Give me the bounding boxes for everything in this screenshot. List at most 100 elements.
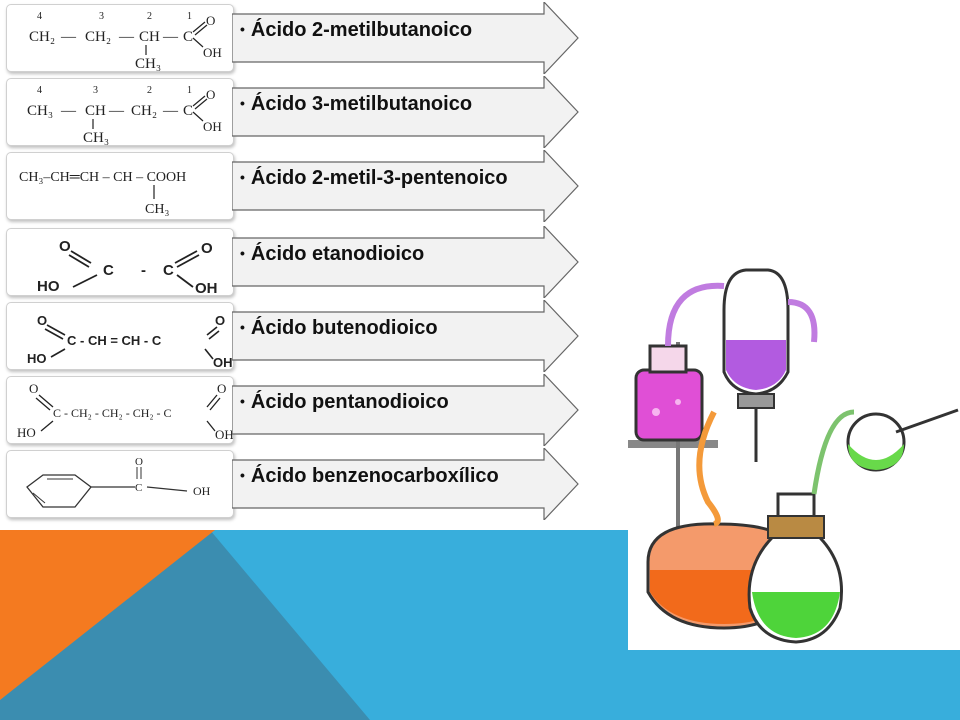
acid-name-text: Ácido etanodioico [250,243,425,265]
acid-name: •Ácido butenodioico [240,317,438,339]
arrow-shape [232,374,579,446]
acid-row-4: O C HO - C O OH •Ácido etanodioico [0,226,600,298]
atom: OH [213,355,233,369]
carbon-number: 3 [99,11,104,22]
double-bond [208,330,220,340]
bond [192,37,204,48]
chemistry-lab-apparatus-icon [628,268,959,644]
acid-row-7: O C OH •Ácido benzenocarboxílico [0,448,600,520]
chem-group: CH [85,103,106,119]
bond [204,348,214,360]
acid-name: •Ácido pentanodioico [240,391,449,413]
arrow-shape [232,448,579,520]
chem-group: CH₂ [29,29,55,45]
formula-benzenocarboxilico: O C OH [6,450,234,518]
structural-formula: O C OH [26,456,211,508]
structural-formula: 4 3 2 1 CH₃ — CH — CH₂ — C O OH CH₃ [27,85,222,145]
bond [176,274,194,288]
double-bond [192,21,206,33]
atom: O [29,381,38,396]
formula-etanodioico: O C HO - C O OH [6,228,234,296]
acid-name: •Ácido 2-metil-3-pentenoico [240,167,508,189]
atom: O [206,13,215,28]
chem-group: CH₃ [145,202,169,217]
structural-formula: CH₃–CH═CH – CH – COOH CH₃ [19,170,186,217]
acid-name-text: Ácido 2-metilbutanoico [250,19,473,41]
chem-group: CH₃ [27,103,53,119]
chem-chain: CH₃–CH═CH – CH – COOH [19,170,186,185]
atom: OH [203,119,222,134]
acid-name-text: Ácido 2-metil-3-pentenoico [250,167,508,189]
bond: - [141,262,146,279]
formula-2-metilbutanoico: 4 3 2 1 CH₂ — CH₂ — CH — C O OH CH₃ [6,4,234,72]
acid-name: •Ácido 3-metilbutanoico [240,93,473,115]
formula-pentanodioico: O C - CH₂ - CH₂ - CH₂ - C HO O OH [6,376,234,444]
acid-name-text: Ácido 3-metilbutanoico [250,93,473,115]
double-bond [46,324,66,336]
atom: C [135,482,142,494]
acid-name-text: Ácido benzenocarboxílico [250,465,499,487]
carbon-number: 1 [187,85,192,96]
atom: C [103,262,114,279]
double-bond [32,492,46,504]
formula-2-metil-3-pentenoico: CH₃–CH═CH – CH – COOH CH₃ [6,152,234,220]
carbon-number: 4 [37,11,42,22]
atom: O [215,313,225,328]
double-bond [206,394,218,408]
atom: OH [193,484,211,498]
chem-group: C [183,103,193,119]
acid-row-3: CH₃–CH═CH – CH – COOH CH₃ •Ácido 2-metil… [0,150,600,222]
double-bond [44,328,64,340]
atom: O [37,313,47,328]
double-bond [35,397,51,411]
atom: C [163,262,174,279]
atom: HO [27,351,47,366]
double-bond [194,24,208,36]
acid-row-1: 4 3 2 1 CH₂ — CH₂ — CH — C O OH CH₃ [0,2,600,74]
double-bond [70,250,92,264]
atom: HO [17,425,36,440]
bond [40,420,54,432]
acid-row-6: O C - CH₂ - CH₂ - CH₂ - C HO O OH •Ácido… [0,374,600,446]
bond: — [118,29,135,45]
atom: OH [195,280,218,295]
double-bond [176,254,200,268]
arrow-shape [232,226,579,298]
arrow-shape [232,2,579,74]
carbon-number: 2 [147,11,152,22]
atom: O [206,87,215,102]
carbon-number: 2 [147,85,152,96]
chem-group: CH₃ [83,130,109,145]
bond [50,348,66,358]
chem-chain: C - CH = CH - C [67,333,162,348]
acid-name-text: Ácido butenodioico [250,317,438,339]
acid-row-2: 4 3 2 1 CH₃ — CH — CH₂ — C O OH CH₃ [0,76,600,148]
bond [206,420,216,432]
double-bond [68,254,90,268]
lab-illustration [628,262,960,650]
bond [72,274,98,288]
atom: OH [215,427,233,442]
chem-group: CH₂ [85,29,111,45]
band-orange [0,530,215,700]
acid-name: •Ácido etanodioico [240,243,425,265]
chem-group: C [183,29,193,45]
double-bond [192,95,206,107]
bond: — [60,103,77,119]
bond: — [60,29,77,45]
structural-formula: O C HO - C O OH [37,238,218,295]
arrow-shape [232,76,579,148]
bond: — [162,29,179,45]
arrow-shape [232,300,579,372]
structural-formula: O C - CH₂ - CH₂ - CH₂ - C HO O OH [17,381,233,442]
band-dark-teal [0,530,370,720]
chem-group: CH [139,29,160,45]
structural-formula: O C - CH = CH - C HO O OH [27,313,233,369]
chem-group: CH₂ [131,103,157,119]
double-bond [38,394,54,408]
double-bond [206,326,218,336]
formula-butenodioico: O C - CH = CH - C HO O OH [6,302,234,370]
atom: O [59,238,71,255]
atom: OH [203,45,222,60]
